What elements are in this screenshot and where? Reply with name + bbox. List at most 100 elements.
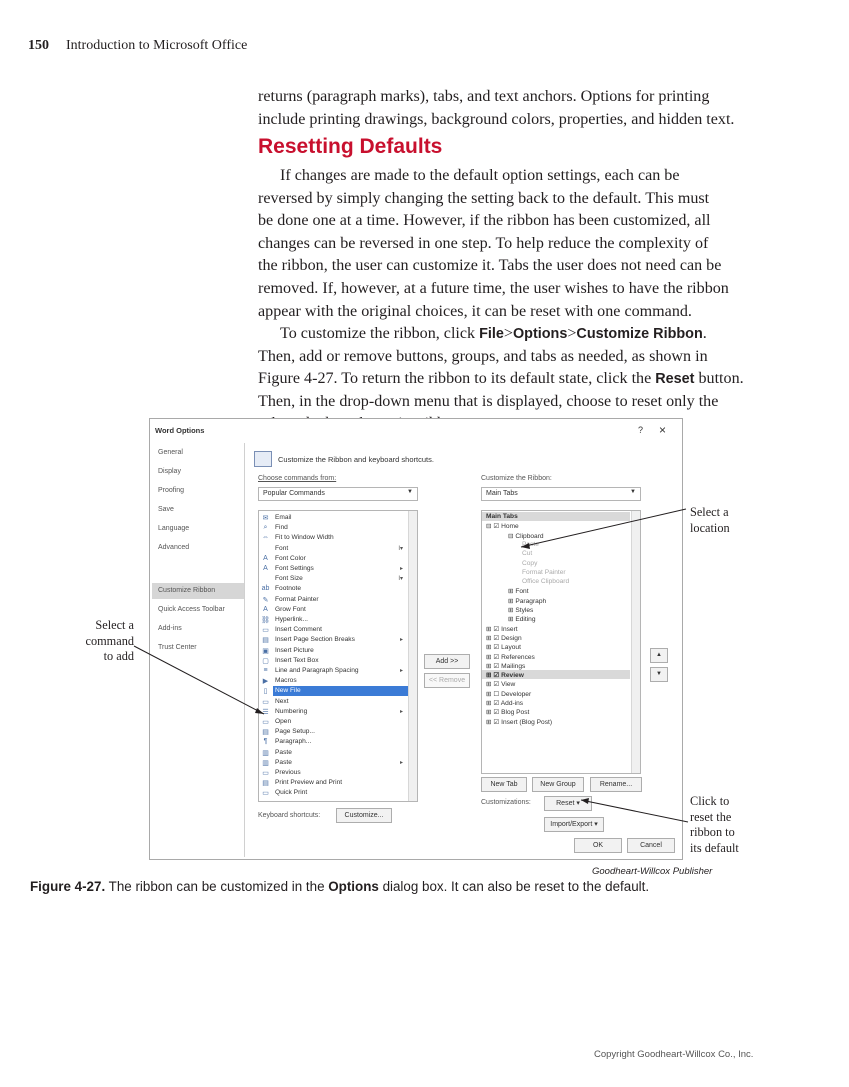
command-item[interactable]: Paste [275, 748, 292, 756]
reset-button[interactable]: Reset ▾ [544, 796, 592, 811]
tree-command-item[interactable]: Copy [522, 560, 537, 567]
command-item[interactable]: Find [275, 524, 288, 532]
expand-icon[interactable]: ⊞ ☑ [486, 681, 502, 689]
command-item[interactable]: Next [275, 697, 289, 705]
tree-tab-item[interactable]: ⊞ ☑ View [486, 680, 515, 688]
new-tab-button[interactable]: New Tab [481, 777, 527, 792]
tree-tab-item[interactable]: ⊞ ☐ Developer [486, 690, 531, 698]
new-group-button[interactable]: New Group [532, 777, 584, 792]
tree-tab-item[interactable]: ⊞ ☑ Design [486, 634, 522, 642]
help-button[interactable]: ? [638, 425, 644, 435]
choose-commands-dropdown[interactable]: Popular Commands▼ [258, 487, 418, 501]
tree-tab-item[interactable]: ⊞ ☑ Insert [486, 625, 518, 633]
expand-icon[interactable]: ⊞ ☐ [486, 690, 502, 698]
command-item[interactable]: New File [275, 687, 301, 695]
command-item[interactable]: Font Settings [275, 565, 314, 572]
tree-tab-item[interactable]: ⊞ ☑ Blog Post [486, 708, 529, 716]
tree-group-clipboard[interactable]: ⊟ Clipboard [508, 532, 544, 540]
command-item[interactable]: Format Painter [275, 595, 319, 603]
ok-button[interactable]: OK [574, 838, 622, 853]
commands-scrollbar[interactable] [408, 511, 417, 801]
tree-group-item[interactable]: ⊞ Styles [508, 606, 533, 614]
expand-icon[interactable]: ⊞ ☑ [486, 634, 502, 642]
expand-icon[interactable]: ⊞ ☑ [486, 653, 502, 661]
command-item[interactable]: Footnote [275, 585, 302, 593]
expand-icon[interactable]: ⊟ [508, 532, 516, 540]
tree-tab-home[interactable]: ⊟ ☑ Home [486, 522, 519, 530]
tree-command-item[interactable]: Format Painter [522, 569, 566, 576]
close-button[interactable]: × [659, 423, 667, 437]
command-item[interactable]: Quick Print [275, 789, 308, 797]
command-item[interactable]: Macros [275, 677, 297, 685]
expand-icon[interactable]: ⊞ [508, 597, 516, 605]
customize-shortcuts-button[interactable]: Customize... [336, 808, 392, 823]
command-item[interactable]: Font Color [275, 554, 306, 562]
tree-group-item[interactable]: ⊞ Paragraph [508, 597, 546, 605]
nav-item-proofing[interactable]: Proofing [158, 487, 185, 494]
customize-ribbon-dropdown[interactable]: Main Tabs▼ [481, 487, 641, 501]
remove-button[interactable]: << Remove [424, 673, 470, 688]
expand-icon[interactable]: ⊟ ☑ [486, 523, 502, 531]
nav-item-display[interactable]: Display [158, 468, 181, 475]
command-item[interactable]: Insert Comment [275, 626, 322, 634]
command-item[interactable]: Line and Paragraph Spacing [275, 667, 359, 674]
command-item[interactable]: Numbering [275, 707, 308, 715]
tree-command-item[interactable]: Office Clipboard [522, 578, 569, 585]
cancel-button[interactable]: Cancel [627, 838, 675, 853]
nav-item-customize-ribbon[interactable]: Customize Ribbon [158, 587, 216, 594]
command-item[interactable]: Paste [275, 758, 292, 766]
command-item[interactable]: Fit to Window Width [275, 534, 334, 542]
command-item[interactable]: Font [275, 544, 289, 552]
paragraph-resetting: If changes are made to the default optio… [258, 165, 768, 323]
nav-item-language[interactable]: Language [158, 525, 190, 532]
command-item[interactable]: Hyperlink... [275, 616, 308, 623]
move-up-button[interactable]: ▲ [650, 648, 668, 663]
tree-tab-item[interactable]: ⊞ ☑ Review [486, 671, 524, 679]
expand-icon[interactable]: ⊞ [508, 607, 516, 614]
command-item[interactable]: Paragraph... [275, 738, 312, 746]
command-item[interactable]: Insert Text Box [275, 656, 319, 664]
command-item[interactable]: Insert Page Section Breaks [275, 636, 355, 644]
tree-tab-item[interactable]: ⊞ ☑ Add-ins [486, 699, 523, 707]
expand-icon[interactable]: ⊞ ☑ [486, 625, 502, 633]
tree-group-item[interactable]: ⊞ Font [508, 587, 529, 595]
command-item[interactable]: Print Preview and Print [275, 779, 343, 787]
ribbon-tree[interactable]: Main Tabs⊟ ☑ Home⊟ ClipboardPasteCutCopy… [481, 510, 641, 774]
command-item[interactable]: Open [275, 718, 292, 725]
nav-item-general[interactable]: General [158, 449, 183, 456]
command-item[interactable]: Font Size [275, 575, 303, 583]
command-item[interactable]: Email [275, 514, 292, 521]
expand-icon[interactable]: ⊞ [508, 616, 516, 624]
expand-icon[interactable]: ⊞ [508, 588, 516, 596]
tree-item-label: Clipboard [515, 532, 544, 540]
expand-icon[interactable]: ⊞ ☑ [486, 709, 502, 717]
import-export-button[interactable]: Import/Export ▾ [544, 817, 604, 832]
nav-item-quick-access-toolbar[interactable]: Quick Access Toolbar [158, 606, 225, 613]
expand-icon[interactable]: ⊞ ☑ [486, 662, 502, 670]
tree-group-item[interactable]: ⊞ Editing [508, 615, 536, 623]
nav-item-add-ins[interactable]: Add-ins [158, 625, 182, 632]
rename-button[interactable]: Rename... [590, 777, 642, 792]
command-item[interactable]: Page Setup... [275, 728, 315, 736]
expand-icon[interactable]: ⊞ ☑ [486, 700, 501, 707]
command-item[interactable]: Insert Picture [275, 646, 314, 654]
dialog-title: Word Options [155, 426, 205, 435]
expand-icon[interactable]: ⊞ ☑ [486, 672, 502, 680]
tree-root[interactable]: Main Tabs [486, 513, 518, 520]
command-item[interactable]: Previous [275, 769, 301, 776]
nav-item-advanced[interactable]: Advanced [158, 544, 190, 551]
expand-icon[interactable]: ⊞ ☑ [486, 644, 502, 652]
tree-scrollbar[interactable] [631, 511, 640, 773]
nav-item-save[interactable]: Save [158, 506, 174, 513]
tree-tab-item[interactable]: ⊞ ☑ Layout [486, 643, 521, 651]
command-item[interactable]: Grow Font [275, 605, 306, 613]
tree-tab-item[interactable]: ⊞ ☑ Insert (Blog Post) [486, 718, 552, 726]
expand-icon[interactable]: ⊞ ☑ [486, 718, 502, 726]
tree-tab-item[interactable]: ⊞ ☑ Mailings [486, 662, 525, 670]
tree-command-item[interactable]: Cut [522, 550, 532, 557]
add-button[interactable]: Add >> [424, 654, 470, 669]
nav-item-trust-center[interactable]: Trust Center [158, 644, 197, 651]
tree-tab-item[interactable]: ⊞ ☑ References [486, 653, 535, 661]
move-down-button[interactable]: ▼ [650, 667, 668, 682]
